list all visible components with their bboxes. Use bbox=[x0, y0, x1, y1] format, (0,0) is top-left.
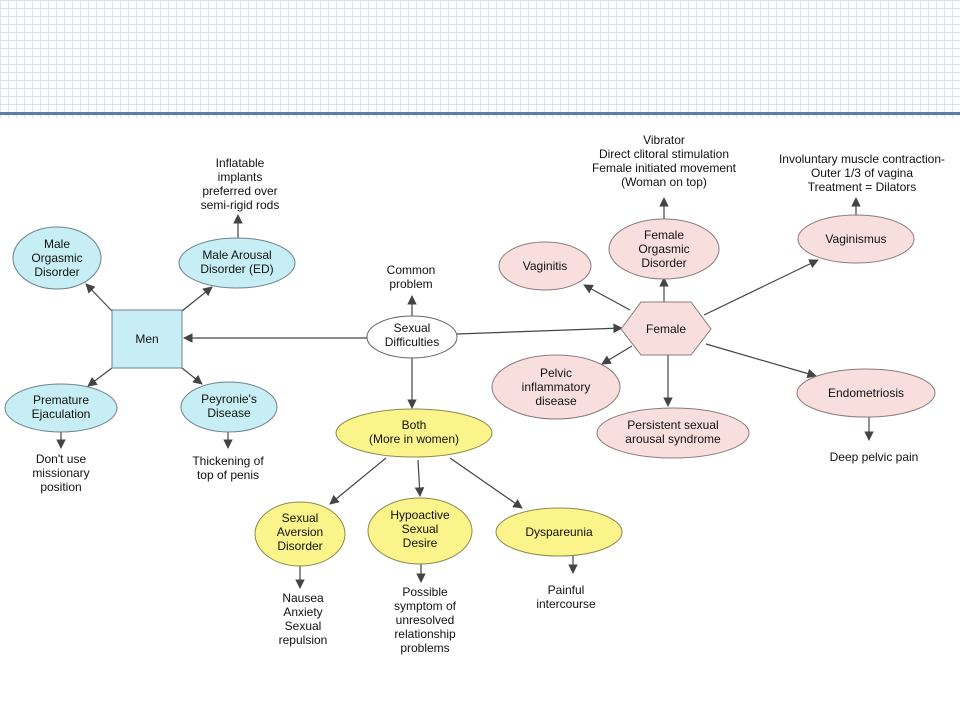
node-endometriosis: Endometriosis bbox=[796, 368, 936, 418]
node-vaginitis: Vaginitis bbox=[498, 241, 592, 291]
node-female: Female bbox=[620, 301, 712, 356]
edge-both-aversion bbox=[329, 457, 387, 505]
node-label: Vaginismus bbox=[825, 232, 886, 246]
edge-female-vaginismus bbox=[703, 259, 819, 316]
edge-female-pelvic bbox=[601, 345, 633, 365]
edge-both-hypoactive bbox=[414, 459, 425, 497]
edge-men-male-orgasmic bbox=[85, 283, 113, 312]
note-involuntary-contraction: Involuntary muscle contraction-Outer 1/3… bbox=[779, 152, 945, 194]
node-label: Both(More in women) bbox=[369, 418, 459, 446]
diagram-panel bbox=[0, 118, 960, 720]
note-deep-pelvic-pain: Deep pelvic pain bbox=[830, 450, 919, 464]
edge-female-vaginitis bbox=[583, 284, 631, 311]
node-vaginismus: Vaginismus bbox=[797, 214, 915, 264]
node-label: Vaginitis bbox=[523, 259, 567, 273]
node-dyspareunia: Dyspareunia bbox=[495, 507, 623, 557]
edge-men-premature bbox=[87, 367, 113, 387]
node-label: Female bbox=[646, 322, 686, 336]
node-men: Men bbox=[111, 309, 183, 369]
edge-both-dyspareunia bbox=[449, 457, 523, 509]
node-label: Endometriosis bbox=[828, 386, 904, 400]
edge-female-endometriosis bbox=[705, 343, 817, 379]
edge-men-peyronie bbox=[181, 367, 203, 385]
node-label: Men bbox=[135, 332, 158, 346]
header-rule bbox=[0, 112, 960, 115]
node-both: Both(More in women) bbox=[335, 408, 493, 458]
edge-difficulties-female bbox=[456, 323, 623, 335]
edge-men-male-arousal bbox=[181, 286, 213, 312]
edges bbox=[56, 197, 874, 589]
node-label: Dyspareunia bbox=[525, 525, 593, 539]
